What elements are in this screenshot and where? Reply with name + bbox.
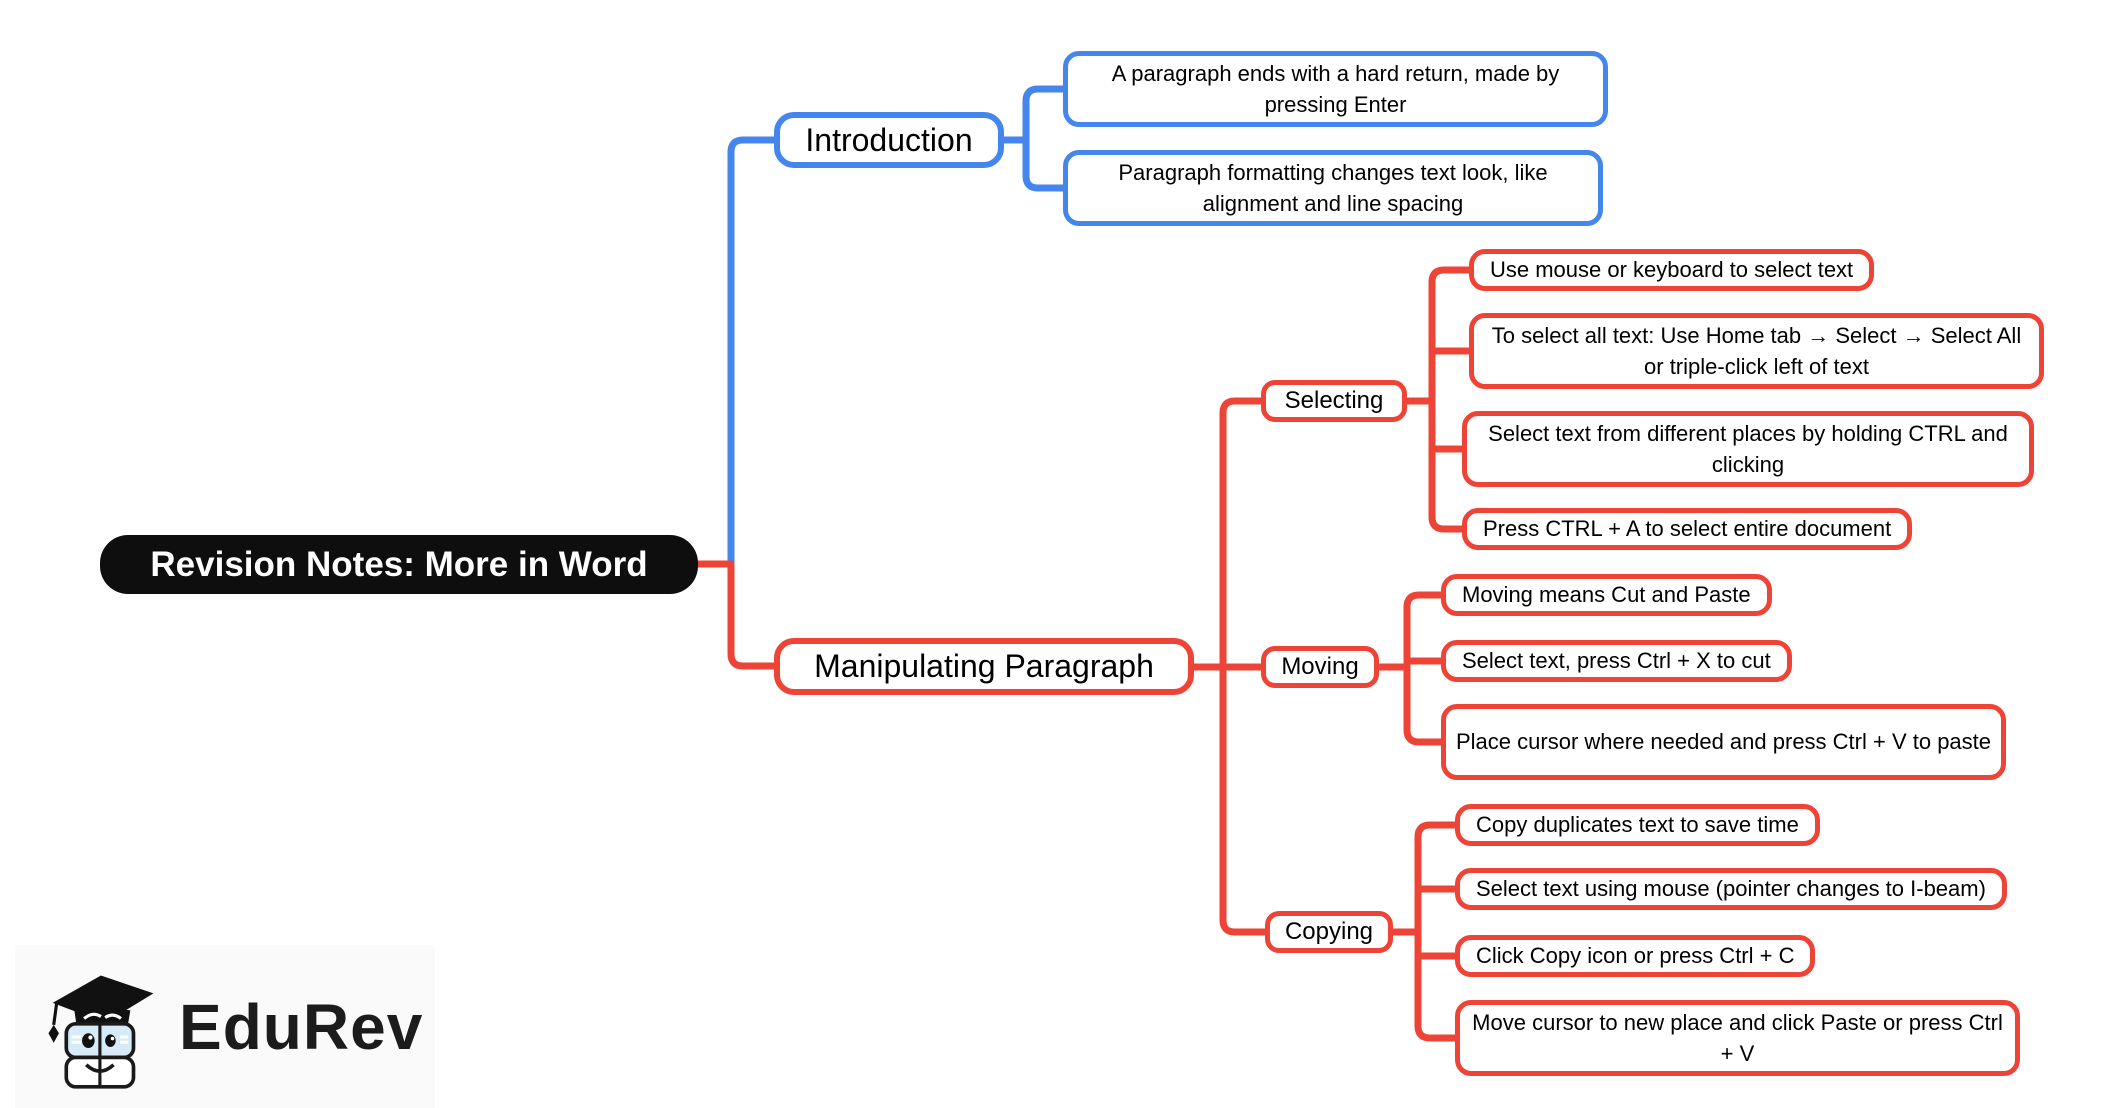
leaf-node[interactable]: Click Copy icon or press Ctrl + C — [1455, 935, 1816, 977]
edurev-logo: EduRev — [15, 945, 435, 1108]
edge-root-manipulating — [691, 560, 778, 670]
leaf-node[interactable]: Paragraph formatting changes text look, … — [1063, 150, 1603, 226]
edge-manipulating-trunk — [1190, 397, 1269, 936]
edge-selecting-children — [1403, 266, 1473, 533]
branch-introduction[interactable]: Introduction — [774, 112, 1004, 168]
leaf-node[interactable]: Moving means Cut and Paste — [1441, 574, 1772, 616]
subbranch-moving[interactable]: Moving — [1261, 646, 1379, 688]
branch-manipulating-paragraph[interactable]: Manipulating Paragraph — [774, 638, 1194, 695]
leaf-node[interactable]: Use mouse or keyboard to select text — [1469, 249, 1875, 291]
leaf-node[interactable]: Copy duplicates text to save time — [1455, 804, 1820, 846]
leaf-node[interactable]: Press CTRL + A to select entire document — [1462, 508, 1913, 550]
leaf-node[interactable]: Select text from different places by hol… — [1462, 411, 2034, 487]
leaf-node[interactable]: Select text, press Ctrl + X to cut — [1441, 640, 1792, 682]
leaf-node[interactable]: A paragraph ends with a hard return, mad… — [1063, 51, 1608, 127]
leaf-node[interactable]: Place cursor where needed and press Ctrl… — [1441, 704, 2006, 780]
leaf-node[interactable]: Select text using mouse (pointer changes… — [1455, 868, 2007, 910]
edge-copying-children — [1389, 821, 1459, 1042]
edge-introduction-children — [1000, 85, 1067, 192]
subbranch-copying[interactable]: Copying — [1265, 911, 1393, 953]
leaf-node[interactable]: Move cursor to new place and click Paste… — [1455, 1000, 2020, 1076]
subbranch-selecting[interactable]: Selecting — [1261, 380, 1407, 422]
root-node[interactable]: Revision Notes: More in Word — [100, 535, 698, 594]
edge-root-introduction — [727, 136, 778, 568]
edge-moving-children — [1375, 591, 1445, 746]
edurev-mascot-icon — [48, 975, 154, 1089]
edurev-logo-text: EduRev — [179, 990, 424, 1063]
leaf-node[interactable]: To select all text: Use Home tab → Selec… — [1469, 313, 2044, 389]
